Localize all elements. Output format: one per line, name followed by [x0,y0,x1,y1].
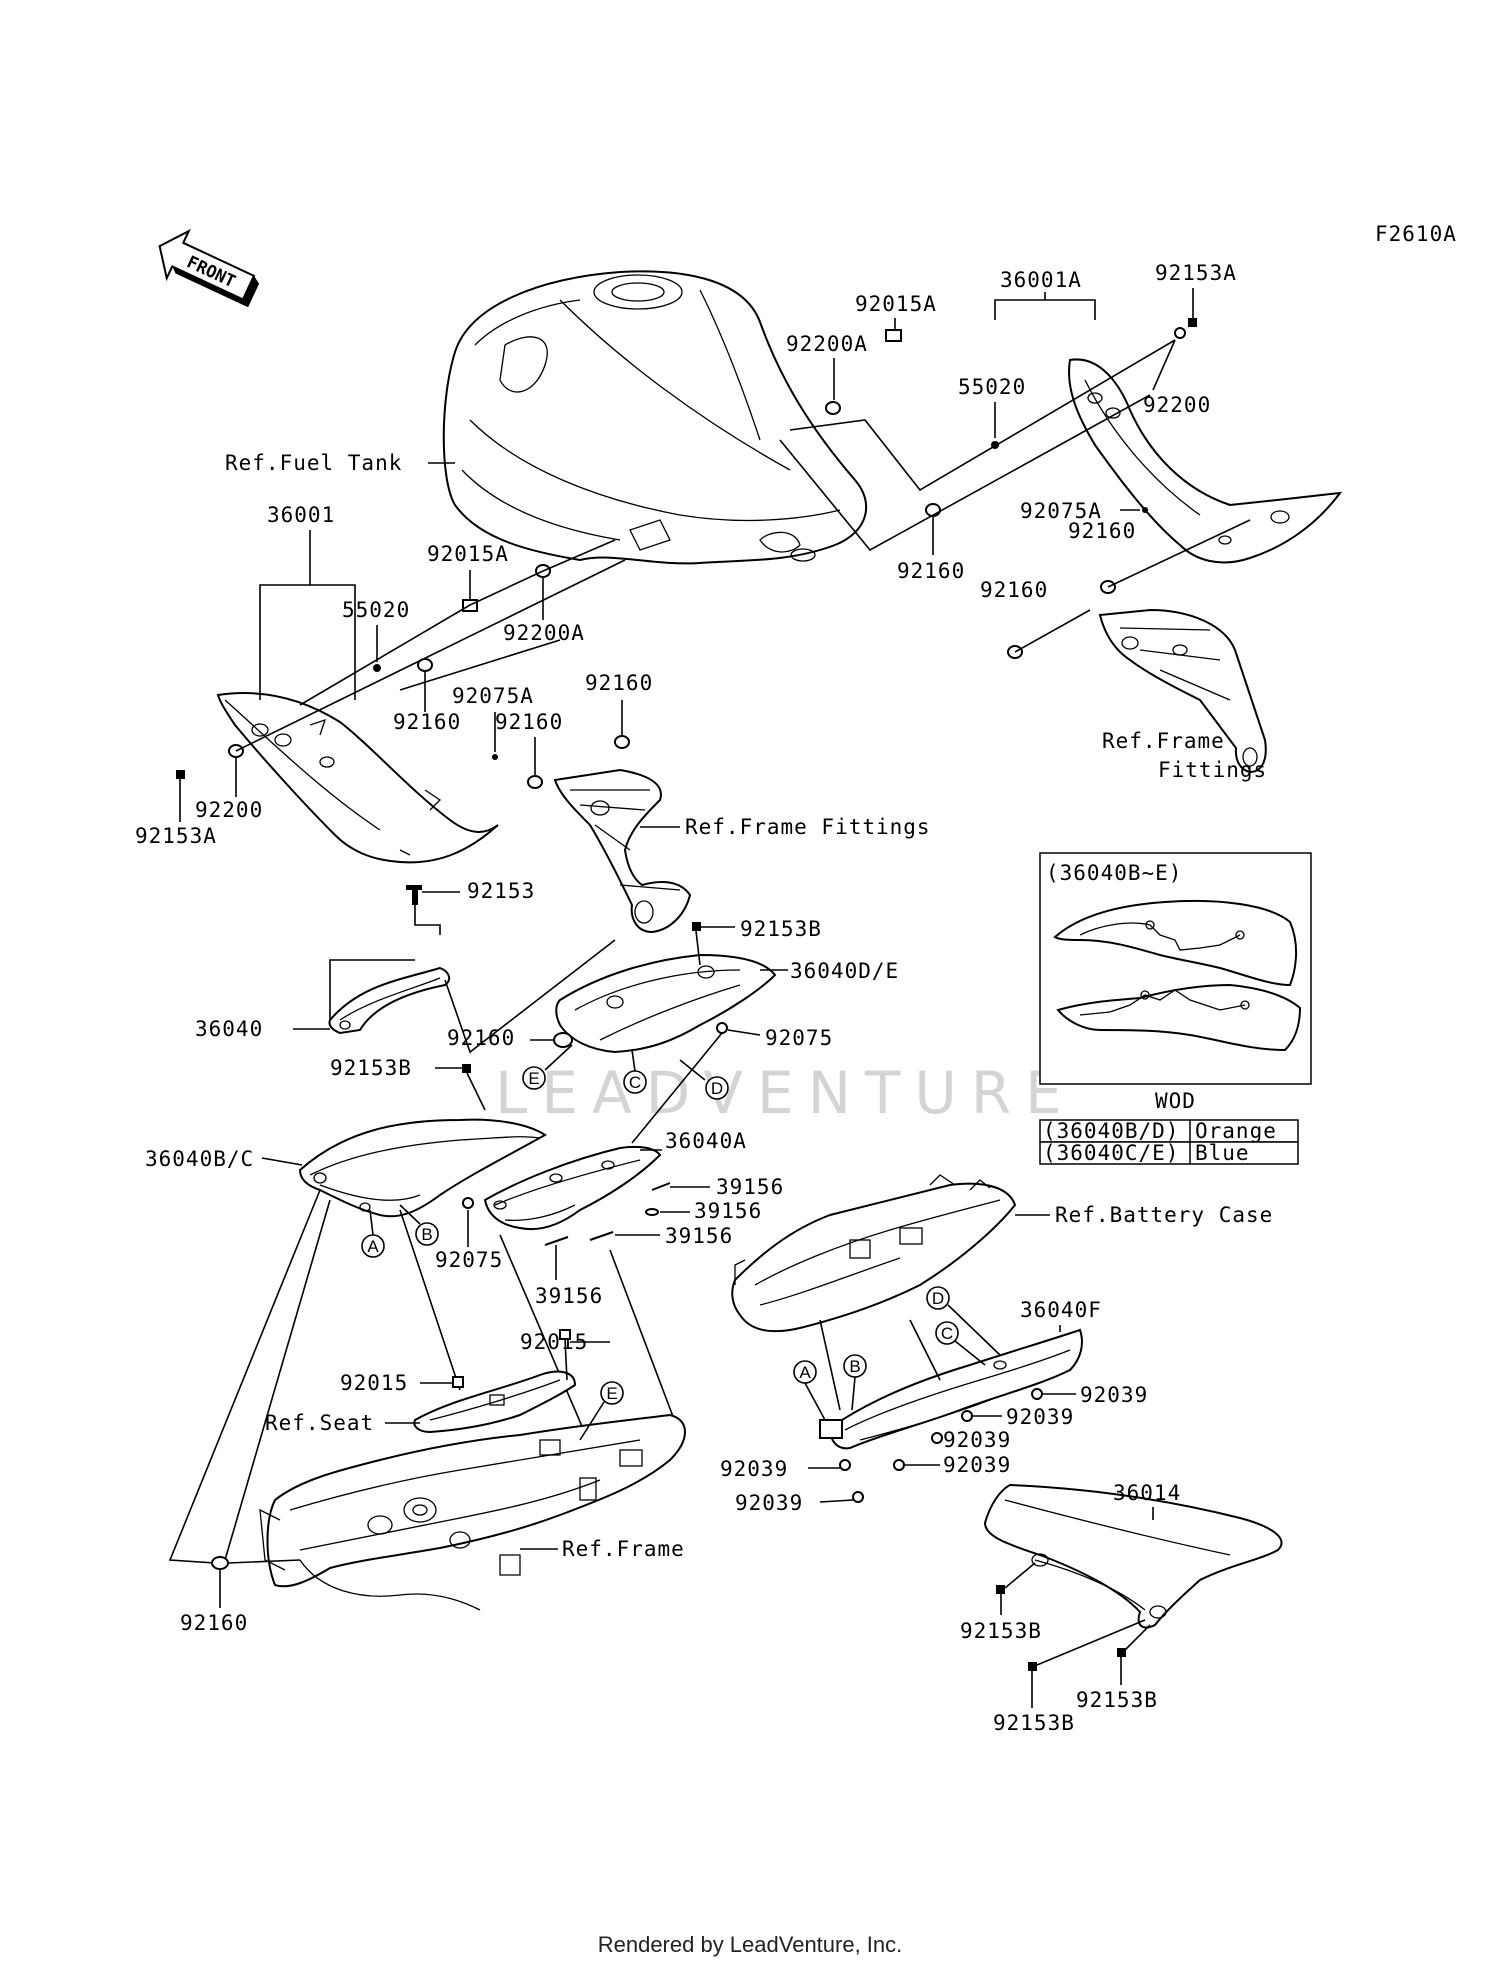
label-92153B-c1: 92153B [960,1619,1042,1643]
watermark: LEADVENTURE [495,1059,1076,1127]
label-92200A-r: 92200A [786,332,868,356]
label-92160-l1: 92160 [585,671,653,695]
label-92039-5: 92039 [720,1457,788,1481]
label-92039-2: 92039 [1006,1405,1074,1429]
seat-frame-assembly [259,1370,686,1611]
label-92160-mid: 92160 [447,1026,515,1050]
label-ref-seat: Ref.Seat [265,1411,374,1435]
label-92039-6: 92039 [735,1491,803,1515]
label-36040DE: 36040D/E [790,959,899,983]
panel-36040 [328,966,451,1035]
left-side-cover [216,692,499,864]
label-92039-1: 92039 [1080,1383,1148,1407]
marker-b2: B [849,1357,860,1376]
label-92153B-c3: 92153B [993,1711,1075,1735]
label-36001A: 36001A [1000,268,1082,292]
marker-d2: D [932,1289,944,1308]
marker-a1: A [367,1237,379,1256]
label-92039-4: 92039 [943,1453,1011,1477]
label-92075A-l: 92075A [452,684,534,708]
marker-d1: D [711,1079,723,1098]
label-92200A-l: 92200A [503,621,585,645]
inset-code: WOD [1155,1089,1196,1113]
label-36040A: 36040A [665,1129,747,1153]
chain-cover [983,1483,1283,1629]
marker-e2: E [606,1384,617,1403]
label-ref-frame: Ref.Frame [562,1537,685,1561]
marker-a2: A [799,1363,811,1382]
label-92153A-r: 92153A [1155,261,1237,285]
label-92160-l3: 92160 [495,710,563,734]
label-92153A-l: 92153A [135,824,217,848]
front-arrow-icon: FRONT [158,228,260,308]
label-fittings-r: Fittings [1158,758,1267,782]
label-55020-r: 55020 [958,375,1026,399]
inset-panel-2 [1056,983,1302,1052]
label-ref-battery-case: Ref.Battery Case [1055,1203,1273,1227]
label-92153B-top: 92153B [740,917,822,941]
panel-36040F [819,1328,1083,1450]
label-92153: 92153 [467,879,535,903]
label-36014: 36014 [1113,1481,1181,1505]
marker-c2: C [941,1324,953,1343]
inset-row1-color: Orange [1195,1119,1277,1143]
label-92075-mid: 92075 [435,1248,503,1272]
label-92153B-c2: 92153B [1076,1688,1158,1712]
label-92160-l2: 92160 [393,710,461,734]
label-39156-2: 39156 [694,1199,762,1223]
battery-case [731,1174,1017,1333]
inset-row2-part: (36040C/E) [1043,1141,1179,1165]
panel-36040DE [555,953,777,1054]
label-ref-frame-fittings-l: Ref.Frame Fittings [685,815,931,839]
label-ref-fuel-tank: Ref.Fuel Tank [225,451,402,475]
inset-title: (36040B~E) [1046,861,1182,885]
marker-e1: E [528,1069,539,1088]
label-92160-bottom: 92160 [180,1611,248,1635]
label-55020-l: 55020 [342,598,410,622]
label-92200-r: 92200 [1143,393,1211,417]
label-36001: 36001 [267,503,335,527]
label-39156-4: 39156 [535,1284,603,1308]
label-36040: 36040 [195,1017,263,1041]
inset-row2-color: Blue [1195,1141,1250,1165]
figure-id: F2610A [1375,222,1457,246]
right-side-cover [1068,358,1343,564]
label-92015A-l: 92015A [427,542,509,566]
marker-b1: B [421,1225,432,1244]
label-92200-l: 92200 [195,798,263,822]
inset-row1-part: (36040B/D) [1043,1119,1179,1143]
label-39156-3: 39156 [665,1224,733,1248]
marker-c1: C [629,1073,641,1092]
label-92160-r1: 92160 [1068,519,1136,543]
label-92075A-r: 92075A [1020,499,1102,523]
label-92015-b: 92015 [340,1371,408,1395]
label-ref-frame-r: Ref.Frame [1102,729,1225,753]
fuel-tank [442,270,868,565]
label-39156-1: 39156 [716,1175,784,1199]
label-92039-3: 92039 [943,1428,1011,1452]
label-92160-r3: 92160 [980,578,1048,602]
panel-36040A [483,1145,662,1231]
panel-36040BC [298,1118,547,1218]
label-92075-top: 92075 [765,1026,833,1050]
footer-credit: Rendered by LeadVenture, Inc. [597,1932,903,1957]
label-92160-r2: 92160 [897,559,965,583]
label-92015A-r: 92015A [855,292,937,316]
left-frame-fitting [553,768,692,934]
right-frame-fitting [1098,608,1267,774]
label-36040F: 36040F [1020,1298,1102,1322]
inset-panel-1 [1053,899,1298,987]
label-92153B-mid: 92153B [330,1056,412,1080]
label-36040BC: 36040B/C [145,1147,254,1171]
